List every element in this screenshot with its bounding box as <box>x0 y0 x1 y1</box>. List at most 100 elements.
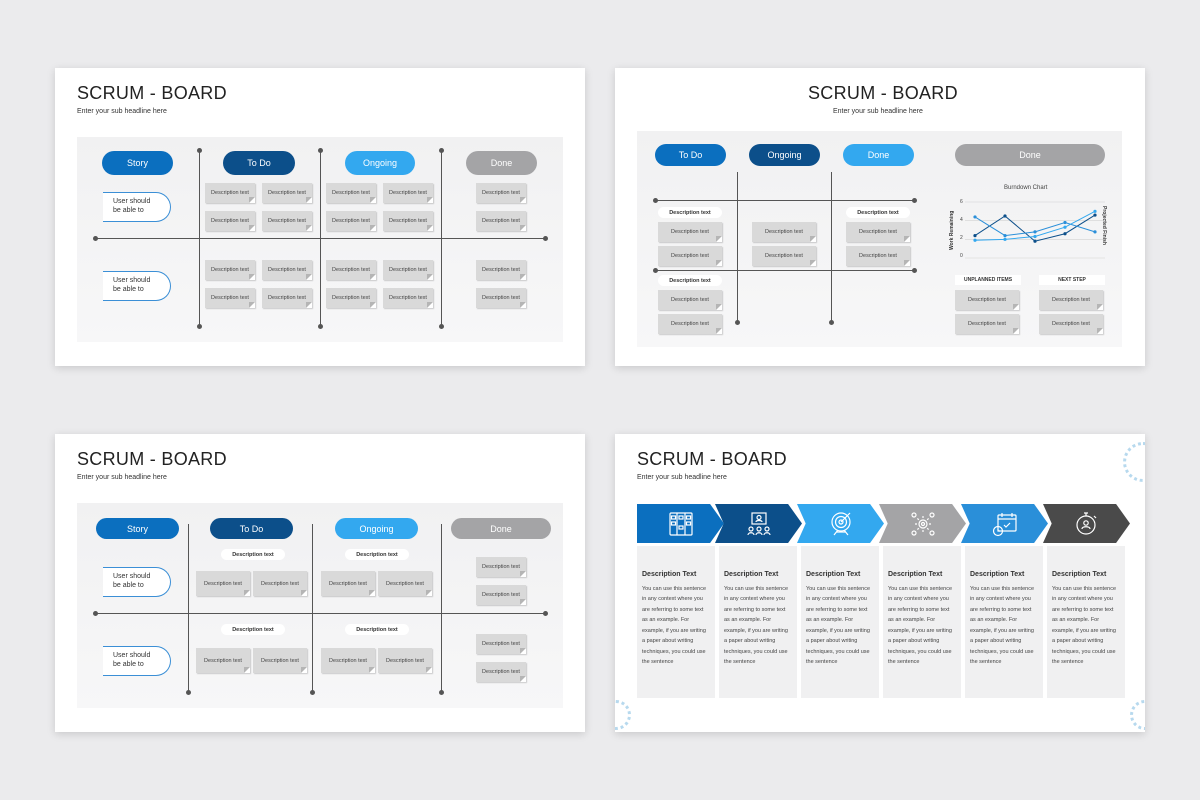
header-ongoing[interactable]: Ongoing <box>335 518 418 539</box>
task-note[interactable]: Description text <box>196 571 250 596</box>
divider-dot <box>912 198 917 203</box>
divider-dot <box>439 324 444 329</box>
step-text: You can use this sentence in any context… <box>642 586 707 666</box>
divider-dot <box>310 690 315 695</box>
divider-dot <box>186 690 191 695</box>
slide-4[interactable]: SCRUM - BOARD Enter your sub headline he… <box>615 434 1145 732</box>
chart-tick-label: 0 <box>960 253 963 259</box>
chart-tick-label: 4 <box>960 217 963 223</box>
task-note[interactable]: Description text <box>262 211 312 231</box>
task-note[interactable]: Description text <box>476 634 526 654</box>
divider-dot <box>93 611 98 616</box>
task-note[interactable]: Description text <box>326 183 376 203</box>
task-note[interactable]: Description text <box>196 648 250 673</box>
column-divider <box>441 150 442 326</box>
header-done-2[interactable]: Done <box>955 144 1105 166</box>
task-note[interactable]: Description text <box>752 246 816 266</box>
step-chevron[interactable] <box>715 504 802 543</box>
task-note[interactable]: Description text <box>476 288 526 308</box>
chart-point <box>1093 230 1097 234</box>
presentation-team-icon <box>746 511 771 535</box>
task-note[interactable]: Description text <box>383 183 433 203</box>
task-note[interactable]: Description text <box>476 557 526 577</box>
chart-ylabel-left: Work Remaining <box>949 210 955 250</box>
description-label: Description text <box>345 549 409 560</box>
task-note[interactable]: Description text <box>752 222 816 242</box>
story-card[interactable]: User should be able to <box>103 271 171 301</box>
divider-dot <box>653 198 658 203</box>
header-ongoing[interactable]: Ongoing <box>749 144 820 166</box>
next-step-label: NEXT STEP <box>1039 275 1105 285</box>
step-title: Description Text <box>888 571 943 578</box>
header-done[interactable]: Done <box>466 151 537 175</box>
task-note[interactable]: Description text <box>326 288 376 308</box>
header-todo[interactable]: To Do <box>210 518 293 539</box>
slide-3[interactable]: SCRUM - BOARD Enter your sub headline he… <box>55 434 585 732</box>
task-note[interactable]: Description text <box>1039 290 1103 310</box>
divider-dot <box>543 611 548 616</box>
header-done[interactable]: Done <box>451 518 551 539</box>
burndown-chart <box>965 201 1105 259</box>
task-note[interactable]: Description text <box>1039 314 1103 334</box>
task-note[interactable]: Description text <box>205 211 255 231</box>
task-note[interactable]: Description text <box>383 260 433 280</box>
task-note[interactable]: Description text <box>476 585 526 605</box>
header-todo[interactable]: To Do <box>655 144 726 166</box>
header-done[interactable]: Done <box>843 144 914 166</box>
task-note[interactable]: Description text <box>262 288 312 308</box>
header-story[interactable]: Story <box>96 518 179 539</box>
slide-subtitle: Enter your sub headline here <box>833 108 923 115</box>
task-note[interactable]: Description text <box>205 183 255 203</box>
chart-point <box>1033 234 1037 239</box>
slide-2[interactable]: SCRUM - BOARD Enter your sub headline he… <box>615 68 1145 366</box>
task-note[interactable]: Description text <box>262 183 312 203</box>
step-text: You can use this sentence in any context… <box>806 586 871 666</box>
chart-point <box>1003 234 1007 238</box>
story-card[interactable]: User should be able to <box>103 567 171 597</box>
step-chevron[interactable] <box>961 504 1048 543</box>
task-note[interactable]: Description text <box>205 260 255 280</box>
task-note[interactable]: Description text <box>383 211 433 231</box>
task-note[interactable]: Description text <box>262 260 312 280</box>
task-note[interactable]: Description text <box>658 222 722 242</box>
chart-point <box>973 234 977 238</box>
task-note[interactable]: Description text <box>378 648 432 673</box>
story-card[interactable]: User should be able to <box>103 192 171 222</box>
column-divider <box>188 524 189 692</box>
header-ongoing[interactable]: Ongoing <box>345 151 415 175</box>
task-note[interactable]: Description text <box>378 571 432 596</box>
task-note[interactable]: Description text <box>476 211 526 231</box>
decorative-dots <box>1123 442 1145 482</box>
task-note[interactable]: Description text <box>253 648 307 673</box>
story-card[interactable]: User should be able to <box>103 646 171 676</box>
task-note[interactable]: Description text <box>658 246 722 266</box>
step-chevron[interactable] <box>797 504 884 543</box>
task-note[interactable]: Description text <box>955 314 1019 334</box>
header-todo[interactable]: To Do <box>223 151 295 175</box>
task-note[interactable]: Description text <box>846 246 910 266</box>
task-note[interactable]: Description text <box>253 571 307 596</box>
task-note[interactable]: Description text <box>321 571 375 596</box>
header-story[interactable]: Story <box>102 151 173 175</box>
task-note[interactable]: Description text <box>476 662 526 682</box>
step-chevron[interactable] <box>637 504 724 543</box>
slide-1[interactable]: SCRUM - BOARD Enter your sub headline he… <box>55 68 585 366</box>
slide-title: SCRUM - BOARD <box>77 83 227 103</box>
task-note[interactable]: Description text <box>476 183 526 203</box>
task-note[interactable]: Description text <box>846 222 910 242</box>
step-chevron[interactable] <box>879 504 966 543</box>
task-note[interactable]: Description text <box>321 648 375 673</box>
slide-subtitle: Enter your sub headline here <box>637 474 727 481</box>
step-chevron[interactable] <box>1043 504 1130 543</box>
task-note[interactable]: Description text <box>383 288 433 308</box>
task-note[interactable]: Description text <box>476 260 526 280</box>
task-note[interactable]: Description text <box>326 260 376 280</box>
task-note[interactable]: Description text <box>205 288 255 308</box>
chart-point <box>1093 209 1097 213</box>
slide-title: SCRUM - BOARD <box>77 449 227 469</box>
task-note[interactable]: Description text <box>955 290 1019 310</box>
task-note[interactable]: Description text <box>658 314 722 334</box>
task-note[interactable]: Description text <box>658 290 722 310</box>
divider-dot <box>318 148 323 153</box>
task-note[interactable]: Description text <box>326 211 376 231</box>
